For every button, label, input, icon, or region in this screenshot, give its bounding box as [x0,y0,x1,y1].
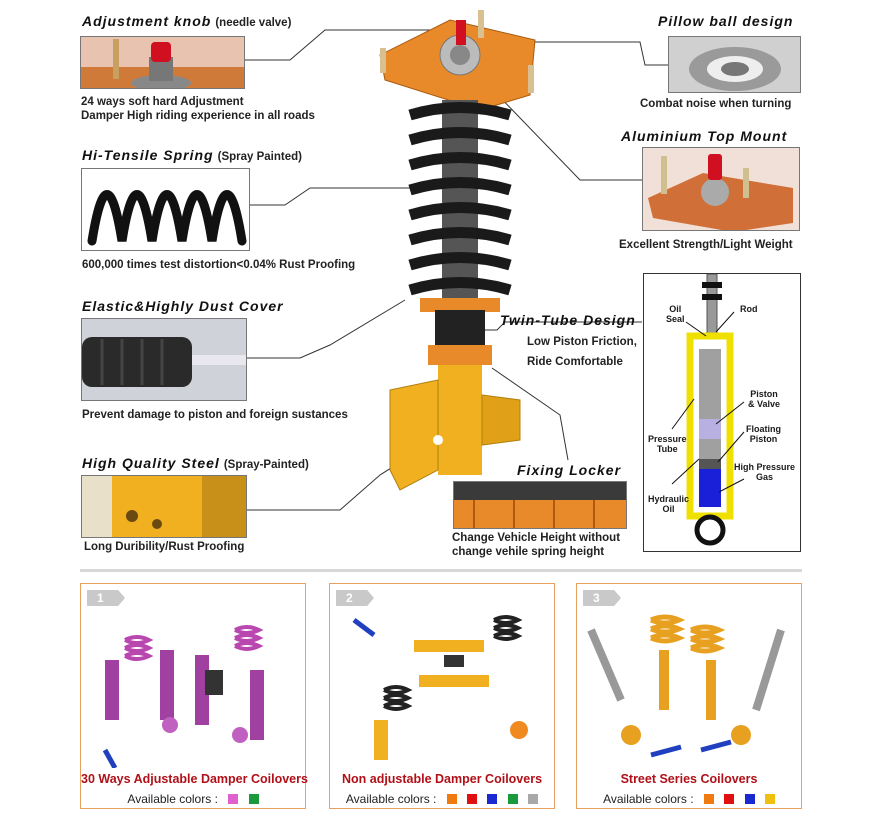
connector-lines [245,29,668,511]
purple-coilovers-image [102,625,264,768]
piston-label-1: Piston [750,389,778,399]
twin-tube-desc-2: Ride Comfortable [527,356,623,368]
adjustment-knob-title-text: Adjustment knob [82,13,212,29]
steel-image [81,475,247,538]
section-divider [80,569,802,572]
street-coilovers-image [587,614,785,758]
oil-seal-label-2: Seal [666,314,685,324]
available-colors: Available colors : [330,792,554,806]
spring-image [81,168,250,251]
spring-desc: 600,000 times test distortion<0.04% Rust… [82,259,356,271]
pressure-tube-label-2: Tube [656,444,678,454]
color-swatch[interactable] [724,794,735,804]
color-swatch[interactable] [467,794,478,804]
gold-coilovers-image [352,615,528,760]
needle-valve-icon [81,37,244,88]
adjustment-knob-desc-2: Damper High riding experience in all roa… [81,110,315,122]
fixing-locker-desc-1: Change Vehicle Height without [452,532,621,544]
piston-label-2: & Valve [748,399,781,409]
product-card-1[interactable]: 1 30 Ways Adjustable Damper Coilovers Av… [80,583,308,809]
floating-piston-label-2: Piston [749,434,778,444]
color-swatch[interactable] [446,794,457,804]
color-swatch[interactable] [528,794,539,804]
twin-tube-cutaway-icon [671,274,745,546]
top-mount-icon [643,148,799,230]
steel-note: (Spray-Painted) [223,459,309,471]
product-card-3[interactable]: 3 Street Series Coilovers Available colo… [576,583,802,809]
hydraulic-oil-label-2: Oil [662,504,675,514]
spring-note: (Spray Painted) [217,151,302,163]
top-mount-desc: Excellent Strength/Light Weight [619,239,793,251]
twin-tube-desc-1: Low Piston Friction, [527,336,637,348]
dust-cover-image [81,318,247,401]
fixing-locker-icon [454,482,626,528]
spring-title: Hi-Tensile Spring(Spray Painted) [82,147,302,163]
product-title[interactable]: 30 Ways Adjustable Damper Coilovers [81,772,308,786]
available-colors-label: Available colors : [345,792,437,806]
oil-seal-label-1: Oil [669,304,682,314]
adjustment-knob-title: Adjustment knob(needle valve) [82,13,291,29]
dust-cover-desc: Prevent damage to piston and foreign sus… [82,409,348,421]
steel-desc: Long Duribility/Rust Proofing [84,541,245,553]
product-number-badge: 3 [583,590,621,606]
fixing-locker-desc-2: change vehile spring height [452,546,605,558]
steel-bracket-icon [82,476,246,537]
top-mount-image [642,147,800,231]
fixing-locker-title: Fixing Locker [517,462,622,478]
floating-piston-label-1: Floating [746,424,781,434]
coilover-strut-image [379,10,536,491]
pillow-ball-image [668,36,801,93]
top-mount-title: Aluminium Top Mount [621,128,788,144]
color-swatch[interactable] [228,794,239,804]
available-colors-label: Available colors : [603,792,694,806]
product-number-badge: 2 [336,590,374,606]
twin-tube-title: Twin-Tube Design [500,312,636,328]
product-title[interactable]: Non adjustable Damper Coilovers [341,772,543,786]
color-swatch[interactable] [507,794,518,804]
adjustment-knob-image [80,36,245,89]
color-swatch[interactable] [703,794,714,804]
adjustment-knob-desc-1: 24 ways soft hard Adjustment [81,96,244,108]
pressure-tube-label-1: Pressure [648,434,687,444]
piston-label: Piston& Valve [748,389,780,409]
color-swatch[interactable] [248,794,259,804]
adjustment-knob-note: (needle valve) [215,17,292,29]
color-swatch[interactable] [764,794,775,804]
coil-spring-icon [87,190,247,246]
available-colors: Available colors : [577,792,801,806]
product-title[interactable]: Street Series Coilovers [620,772,758,786]
color-swatch[interactable] [487,794,498,804]
dust-cover-icon [82,319,246,400]
high-pressure-gas-label-2: Gas [756,472,774,482]
available-colors: Available colors : [81,792,305,806]
steel-title: High Quality Steel(Spray-Painted) [82,455,309,471]
steel-title-text: High Quality Steel [82,455,220,471]
pillow-ball-title: Pillow ball design [658,13,794,29]
rod-label: Rod [740,304,758,314]
color-swatch[interactable] [744,794,755,804]
high-pressure-gas-label-1: High Pressure [734,462,796,472]
spring-title-text: Hi-Tensile Spring [82,147,214,163]
product-card-2[interactable]: 2 Non adjustable Damper Coilovers Availa… [329,583,555,809]
dust-cover-title: Elastic&Highly Dust Cover [82,298,284,314]
fixing-locker-image [453,481,627,529]
product-number-badge: 1 [87,590,125,606]
pillow-ball-desc: Combat noise when turning [640,98,792,110]
available-colors-label: Available colors : [127,792,218,806]
hydraulic-oil-label-1: Hydraulic [648,494,690,504]
pillow-ball-icon [669,37,800,92]
